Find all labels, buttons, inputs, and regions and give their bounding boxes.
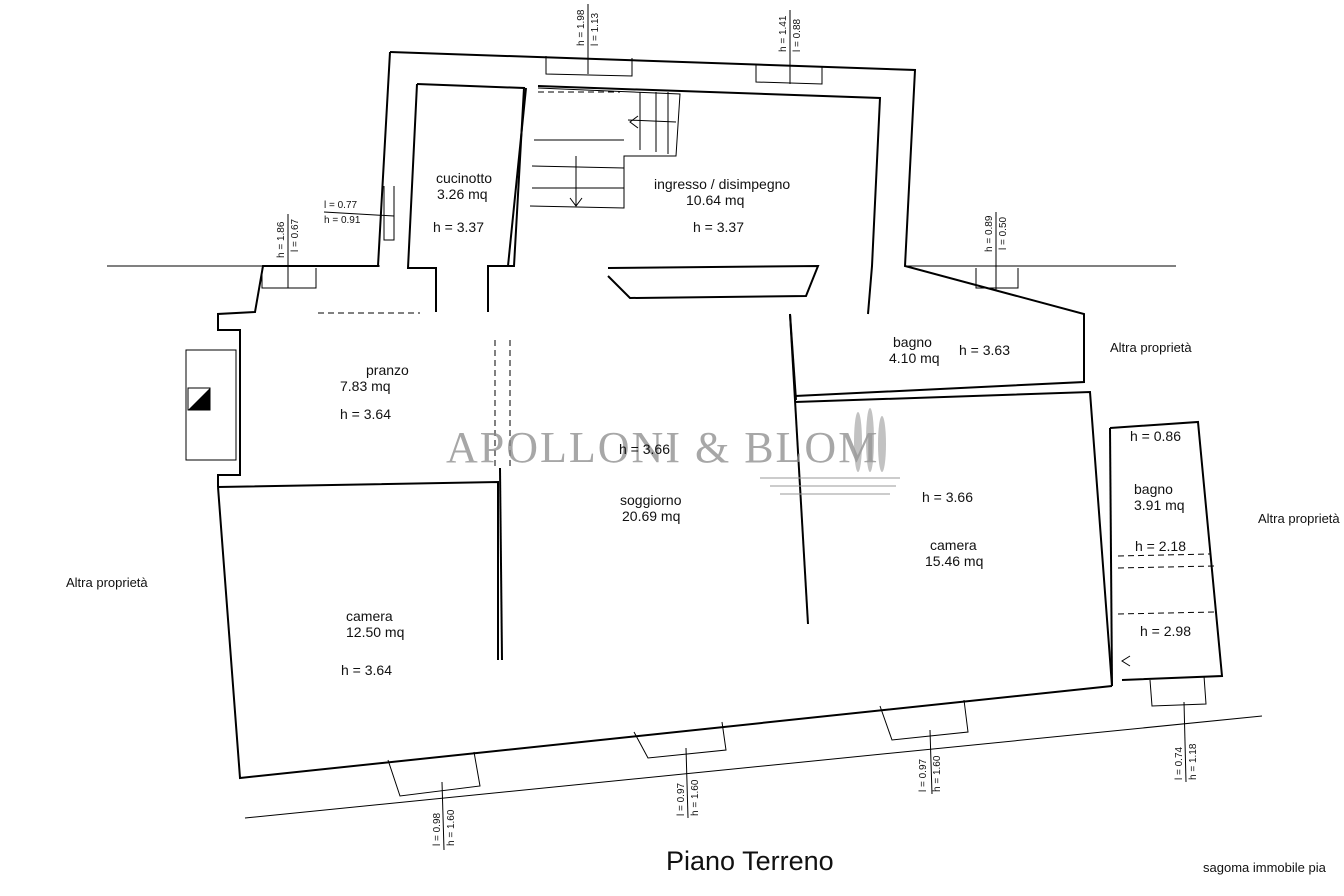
opening-width: l = 0.97 xyxy=(918,758,929,792)
opening-bagno-top: h = 0.89 l = 0.50 xyxy=(984,212,1009,290)
room-area: 20.69 mq xyxy=(622,508,680,524)
opening-top-1: h = 1.98 l = 1.13 xyxy=(576,4,601,74)
opening-width: l = 0.74 xyxy=(1174,746,1185,780)
room-name: cucinotto xyxy=(436,170,492,186)
room-name: bagno xyxy=(1134,481,1173,497)
room-bagno-1: bagno 4.10 mq h = 3.63 xyxy=(889,334,1010,366)
watermark-text: APOLLONI & BLOM xyxy=(446,423,879,472)
room-cucinotto: cucinotto 3.26 mq h = 3.37 xyxy=(433,170,492,235)
room-area: 3.26 mq xyxy=(437,186,488,202)
fireplace xyxy=(185,349,237,461)
opening-bottom-1: l = 0.98 h = 1.60 xyxy=(432,781,457,851)
door-arrow-icon xyxy=(1121,655,1131,667)
watermark: APOLLONI & BLOM xyxy=(446,408,900,495)
room-height: h = 3.64 xyxy=(340,406,391,422)
room-area: 4.10 mq xyxy=(889,350,940,366)
room-area: 3.91 mq xyxy=(1134,497,1185,513)
opening-width: h = 1.41 xyxy=(778,15,789,52)
opening-height: l = 0.88 xyxy=(792,18,803,52)
outer-walls xyxy=(217,51,1224,780)
door-openings xyxy=(239,312,1215,615)
opening-height: h = 0.91 xyxy=(324,215,361,226)
room-pranzo: pranzo 7.83 mq h = 3.64 xyxy=(340,362,409,422)
room-ingresso: ingresso / disimpegno 10.64 mq h = 3.37 xyxy=(654,176,790,235)
room-height: h = 2.98 xyxy=(1140,623,1191,639)
room-height: h = 2.18 xyxy=(1135,538,1186,554)
footer-note: sagoma immobile pia xyxy=(1203,860,1327,875)
opening-top-2: h = 1.41 l = 0.88 xyxy=(778,10,803,84)
room-area: 7.83 mq xyxy=(340,378,391,394)
room-camera-2: h = 3.66 camera 15.46 mq xyxy=(922,489,983,569)
opening-bottom-2: l = 0.97 h = 1.60 xyxy=(676,747,701,819)
opening-height: h = 1.18 xyxy=(1188,743,1199,780)
room-height: h = 3.66 xyxy=(922,489,973,505)
staircase xyxy=(529,87,681,209)
room-height: h = 3.64 xyxy=(341,662,392,678)
room-name: ingresso / disimpegno xyxy=(654,176,790,192)
room-height: h = 3.37 xyxy=(433,219,484,235)
opening-width: l = 0.67 xyxy=(290,218,301,252)
room-area: 15.46 mq xyxy=(925,553,983,569)
opening-height: h = 1.60 xyxy=(932,755,943,792)
opening-width: l = 0.50 xyxy=(998,216,1009,250)
room-height: h = 3.37 xyxy=(693,219,744,235)
neighbor-label: Altra proprietà xyxy=(1258,511,1340,526)
room-name: bagno xyxy=(893,334,932,350)
room-name: soggiorno xyxy=(620,492,682,508)
room-soggiorno: h = 3.66 soggiorno 20.69 mq xyxy=(619,441,682,524)
room-bagno-2: h = 0.86 bagno 3.91 mq h = 2.18 h = 2.98 xyxy=(1130,428,1191,639)
property-lines xyxy=(107,265,1263,819)
room-height: h = 0.86 xyxy=(1130,428,1181,444)
opening-bottom-4: l = 0.74 h = 1.18 xyxy=(1174,701,1199,783)
opening-width: l = 0.77 xyxy=(324,200,358,211)
room-height: h = 3.66 xyxy=(619,441,670,457)
room-name: camera xyxy=(930,537,977,553)
opening-cucinotto-side: l = 0.77 h = 0.91 xyxy=(323,200,395,226)
room-area: 12.50 mq xyxy=(346,624,404,640)
opening-width: l = 0.97 xyxy=(676,782,687,816)
opening-width: h = 1.98 xyxy=(576,9,587,46)
windows xyxy=(261,56,1207,797)
room-name: camera xyxy=(346,608,393,624)
opening-height: h = 1.60 xyxy=(690,779,701,816)
opening-width: l = 0.98 xyxy=(432,812,443,846)
room-area: 10.64 mq xyxy=(686,192,744,208)
room-height: h = 3.63 xyxy=(959,342,1010,358)
room-camera-1: camera 12.50 mq h = 3.64 xyxy=(341,608,404,678)
opening-height: h = 1.86 xyxy=(276,221,287,258)
neighbor-label: Altra proprietà xyxy=(1110,340,1192,355)
room-name: pranzo xyxy=(366,362,409,378)
neighbor-label: Altra proprietà xyxy=(66,575,148,590)
opening-bottom-3: l = 0.97 h = 1.60 xyxy=(918,729,943,795)
plan-title: Piano Terreno xyxy=(666,846,834,876)
opening-pranzo-top: h = 1.86 l = 0.67 xyxy=(276,214,301,288)
opening-height: h = 0.89 xyxy=(984,215,995,252)
inner-walls xyxy=(406,83,1113,687)
opening-height: h = 1.60 xyxy=(446,809,457,846)
opening-height: l = 1.13 xyxy=(590,12,601,46)
